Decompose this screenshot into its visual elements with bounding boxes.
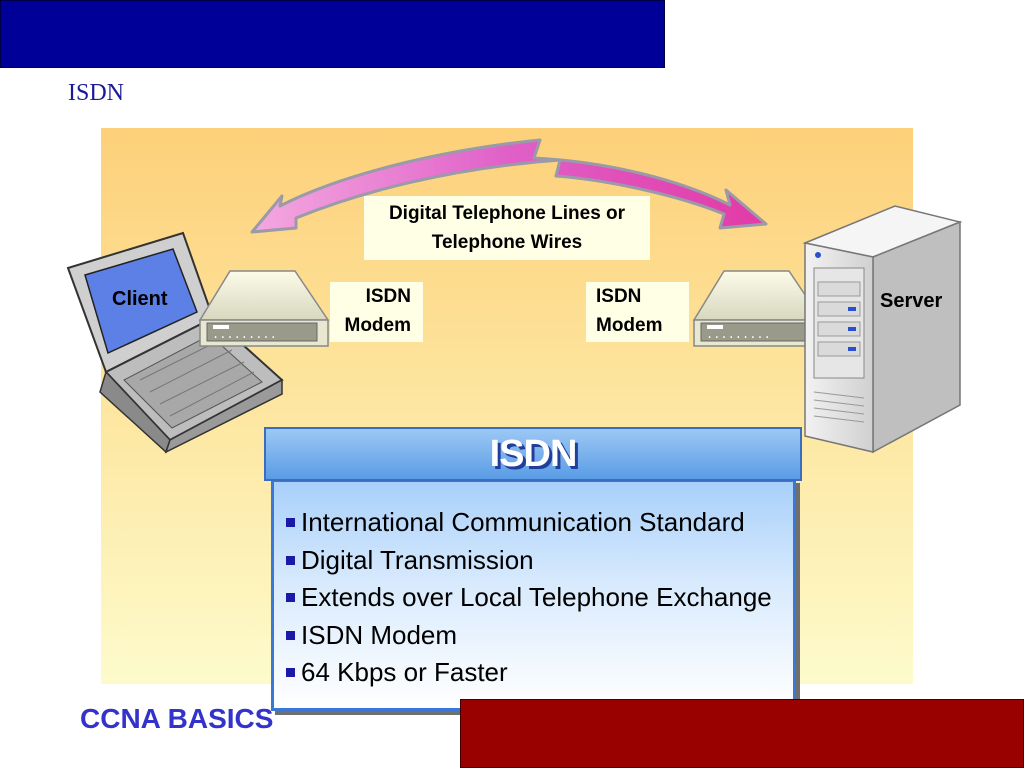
bullet-text: ISDN Modem <box>301 619 458 650</box>
bullet-square-icon <box>286 555 295 565</box>
bullet-square-icon <box>286 518 295 527</box>
bullet-item: ISDN Modem <box>286 617 793 655</box>
bullet-square-icon <box>286 593 295 602</box>
bullet-square-icon <box>286 630 295 640</box>
bullet-item: International Communication Standard <box>286 504 793 542</box>
isdn-card-heading: ISDN <box>264 427 802 481</box>
bullet-item: Extends over Local Telephone Exchange <box>286 579 793 617</box>
footer-title: CCNA BASICS <box>80 703 274 734</box>
bullet-item: 64 Kbps or Faster <box>286 654 793 692</box>
client-label: Client <box>112 288 168 310</box>
page-title: ISDN <box>68 80 125 106</box>
telephone-lines-label-line2: Telephone Wires <box>431 232 583 253</box>
top-banner <box>0 0 665 68</box>
server-icon <box>802 205 963 454</box>
left-modem-label: ISDN Modem <box>330 282 423 342</box>
modem-icon: ......... <box>692 270 824 347</box>
bottom-banner <box>460 699 1024 768</box>
left-modem-label-line1: ISDN <box>365 286 411 307</box>
bullet-text: Extends over Local Telephone Exchange <box>301 582 772 612</box>
lightning-arrow-icon <box>250 138 768 234</box>
right-modem-label: ISDN Modem <box>586 282 689 342</box>
svg-text:.........: ......... <box>212 328 277 342</box>
server-label: Server <box>880 290 943 312</box>
isdn-heading-text: ISDN <box>489 433 578 475</box>
svg-text:.........: ......... <box>706 328 771 342</box>
left-modem-label-line2: Modem <box>344 315 412 336</box>
laptop-icon <box>66 231 284 454</box>
telephone-lines-label-line1: Digital Telephone Lines or <box>388 203 626 224</box>
bullet-text: 64 Kbps or Faster <box>301 657 508 687</box>
bullet-text: Digital Transmission <box>301 544 534 575</box>
bullet-text: International Communication Standard <box>301 507 745 537</box>
bullet-item: Digital Transmission <box>286 542 793 580</box>
right-modem-label-line1: ISDN <box>596 286 642 307</box>
modem-icon: ......... <box>198 270 330 347</box>
bullet-square-icon <box>286 668 295 677</box>
right-modem-label-line2: Modem <box>596 315 663 336</box>
isdn-bullet-card: International Communication Standard Dig… <box>271 479 796 711</box>
telephone-lines-label: Digital Telephone Lines or Telephone Wir… <box>364 196 650 260</box>
bullet-list: International Communication Standard Dig… <box>274 482 793 692</box>
